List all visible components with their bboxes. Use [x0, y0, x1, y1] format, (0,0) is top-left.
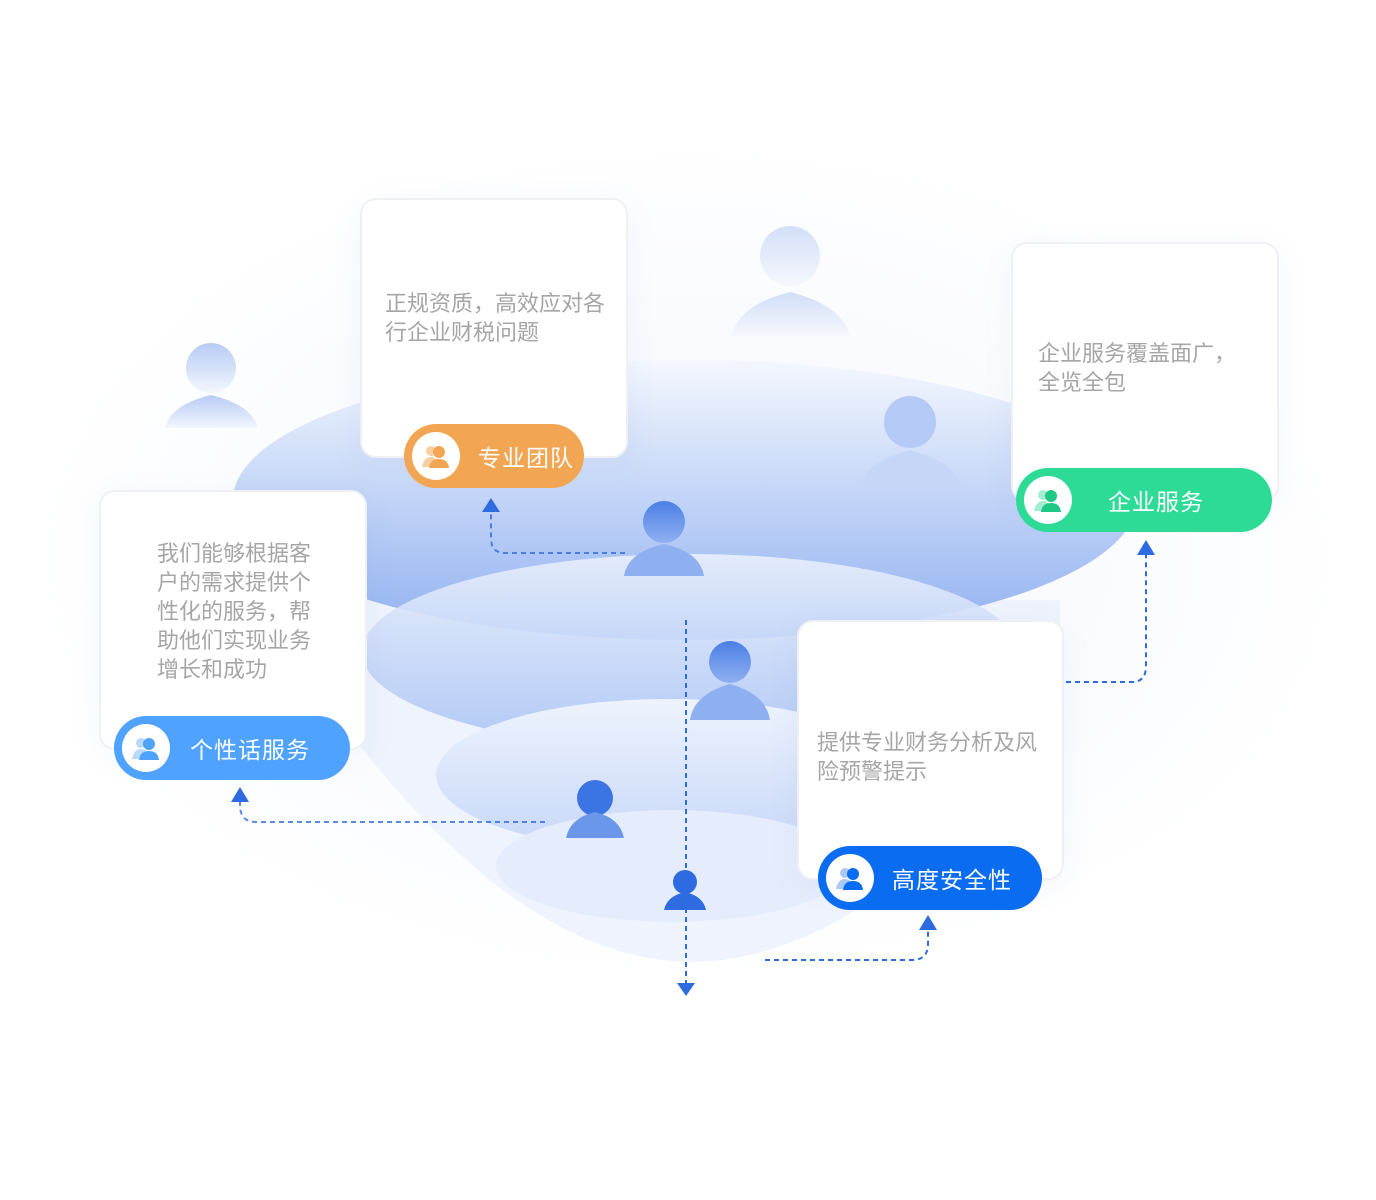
connector-security — [765, 928, 929, 961]
team-icon — [122, 724, 170, 772]
connector-lines — [239, 512, 1147, 985]
badge-enterprise[interactable]: 企业服务 — [1016, 468, 1272, 532]
feature-card-personal — [99, 490, 367, 750]
feature-card-team — [360, 198, 628, 458]
badge-security[interactable]: 高度安全性 — [818, 846, 1042, 910]
team-icon — [1024, 476, 1072, 524]
feature-card-security — [797, 620, 1064, 880]
team-icon — [826, 854, 874, 902]
connector-personal — [239, 798, 545, 823]
arrow-up-icon — [231, 787, 249, 802]
badge-personal[interactable]: 个性话服务 — [114, 716, 350, 780]
person-icon — [732, 226, 850, 336]
person-icon — [566, 780, 624, 838]
arrow-up-icon — [482, 498, 500, 512]
connector-enterprise — [1066, 554, 1147, 683]
feature-card-enterprise — [1011, 242, 1279, 502]
arrow-down-icon — [677, 983, 695, 996]
team-icon — [412, 432, 460, 480]
card-description: 企业服务覆盖面广，全览全包 — [1038, 342, 1237, 396]
card-description: 提供专业财务分析及风险预警提示 — [817, 731, 1038, 785]
card-description: 我们能够根据客户的需求提供个性化的服务，帮助他们实现业务增长和成功 — [157, 542, 312, 683]
person-icon — [624, 501, 704, 576]
arrow-up-icon — [1137, 540, 1155, 555]
connector-team — [490, 512, 625, 554]
badge-label: 专业团队 — [478, 446, 574, 472]
arrow-up-icon — [919, 915, 937, 930]
card-description: 正规资质，高效应对各行企业财税问题 — [385, 292, 606, 346]
badge-team[interactable]: 专业团队 — [404, 424, 584, 488]
person-icon — [690, 641, 770, 720]
badge-label: 高度安全性 — [892, 868, 1012, 894]
badge-label: 企业服务 — [1108, 490, 1204, 516]
badge-label: 个性话服务 — [190, 738, 310, 764]
person-icon — [860, 396, 962, 486]
person-icon — [165, 343, 258, 428]
funnel-layer-3 — [436, 699, 900, 851]
arrow-heads — [231, 498, 1155, 996]
